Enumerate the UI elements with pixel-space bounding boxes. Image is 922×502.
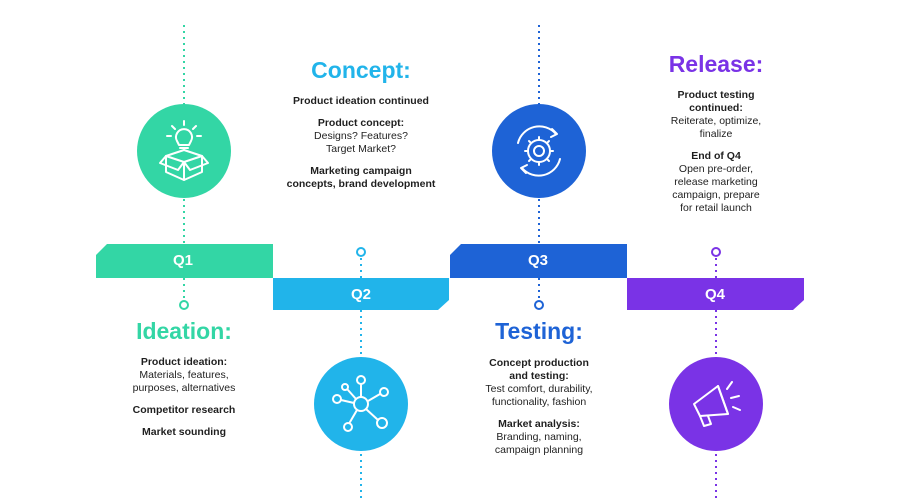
q2-body-2a: Designs? Features? [314, 130, 408, 142]
q2-group-1: Product ideation continued [286, 95, 436, 108]
text-block-q1: Product ideation: Materials, features, p… [104, 356, 264, 448]
q4-group-2: End of Q4 Open pre-order, release market… [641, 150, 791, 215]
endpoint-q3 [534, 300, 544, 310]
q2-heading-1: Product ideation continued [293, 95, 429, 107]
q4-body-2b: release marketing [674, 176, 758, 188]
q3-body-2a: Branding, naming, [496, 431, 582, 443]
megaphone-icon [669, 357, 763, 451]
q3-body-1b: functionality, fashion [491, 396, 587, 408]
q3-body-2b: campaign planning [494, 444, 584, 456]
q4-body-2c: campaign, prepare [672, 189, 760, 201]
q2-heading-3: Marketing campaign concepts, brand devel… [286, 165, 436, 190]
quarter-label-q2: Q2 [350, 286, 371, 303]
title-concept: Concept: [311, 57, 411, 83]
q1-heading-1: Product ideation: [140, 356, 228, 368]
q1-body-1a: Materials, features, [139, 369, 229, 381]
lightbulb-box-icon [137, 104, 231, 198]
text-block-q3: Concept production and testing: Test com… [459, 357, 619, 466]
q3-heading-2: Market analysis: [498, 418, 580, 430]
q4-body-1a: Reiterate, optimize, [670, 115, 762, 127]
q4-heading-2: End of Q4 [691, 150, 741, 162]
text-block-q4: Product testing continued: Reiterate, op… [641, 89, 791, 224]
quarter-label-q3: Q3 [527, 252, 548, 269]
q3-group-1: Concept production and testing: Test com… [459, 357, 619, 409]
q4-body-2a: Open pre-order, [678, 163, 754, 175]
bar-q2 [273, 278, 449, 310]
quarter-label-q4: Q4 [704, 286, 725, 303]
q3-group-2: Market analysis: Branding, naming, campa… [459, 418, 619, 457]
quarter-label-q1: Q1 [172, 252, 193, 269]
bar-q1 [96, 244, 273, 278]
network-nodes-icon [314, 357, 408, 451]
q2-heading-2: Product concept: [317, 117, 405, 129]
endpoint-q1 [179, 300, 189, 310]
text-block-q2: Product ideation continued Product conce… [286, 95, 436, 200]
q1-group-1: Product ideation: Materials, features, p… [104, 356, 264, 395]
q4-heading-1: Product testing continued: [677, 89, 755, 114]
endpoint-q2 [356, 247, 366, 257]
q1-group-3: Market sounding [104, 426, 264, 439]
q3-heading-1: Concept production and testing: [489, 357, 589, 382]
q2-group-2: Product concept: Designs? Features? Targ… [286, 117, 436, 156]
q2-group-3: Marketing campaign concepts, brand devel… [286, 165, 436, 191]
title-release: Release: [668, 51, 764, 77]
q4-group-1: Product testing continued: Reiterate, op… [641, 89, 791, 141]
bar-q4 [627, 278, 804, 310]
gear-cycle-icon [492, 104, 586, 198]
q4-body-2d: for retail launch [680, 202, 752, 214]
endpoint-q4 [711, 247, 721, 257]
q1-heading-3: Market sounding [141, 426, 226, 438]
bar-q3 [450, 244, 627, 278]
title-ideation: Ideation: [136, 318, 232, 344]
q1-group-2: Competitor research [104, 404, 264, 417]
q1-heading-2: Competitor research [132, 404, 236, 416]
q4-body-1b: finalize [699, 128, 733, 140]
title-testing: Testing: [495, 318, 583, 344]
q3-body-1a: Test comfort, durability, [485, 383, 593, 395]
q2-body-2b: Target Market? [325, 143, 397, 155]
q1-body-1b: purposes, alternatives [132, 382, 236, 394]
